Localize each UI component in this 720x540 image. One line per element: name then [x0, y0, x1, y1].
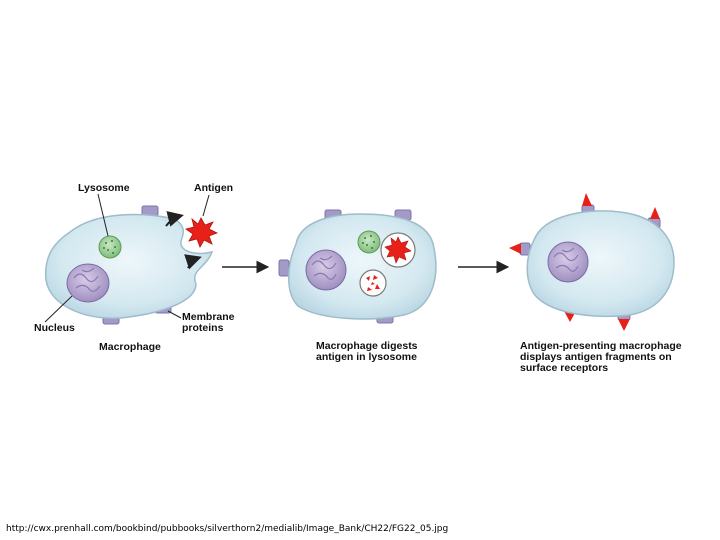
- membrane-protein: [278, 259, 290, 277]
- step3-caption: Antigen-presenting macrophage displays a…: [520, 340, 682, 374]
- engulf-arrow-bottom: [184, 254, 202, 270]
- lysosome-dots: [362, 235, 375, 249]
- lysosome: [357, 230, 381, 254]
- antigen: [185, 217, 218, 248]
- macrophage-caption: Macrophage: [99, 341, 161, 353]
- lysosome-leader: [97, 193, 109, 237]
- step2-caption: Macrophage digests antigen in lysosome: [316, 340, 418, 363]
- presented-antigen-fragment: [582, 193, 592, 206]
- presented-antigen-fragment: [618, 319, 630, 331]
- nucleus-leader: [44, 295, 73, 323]
- lysosome-label: Lysosome: [78, 182, 130, 194]
- nucleus-texture: [311, 255, 337, 280]
- nucleus: [66, 263, 110, 303]
- nucleus: [547, 241, 589, 283]
- presented-antigen-fragment: [509, 243, 521, 254]
- membrane-leader: [167, 310, 182, 319]
- presented-antigen-fragment: [650, 207, 660, 219]
- lysosome: [98, 235, 122, 259]
- nucleus: [305, 249, 347, 291]
- macrophage-cell-1: [44, 193, 218, 325]
- engulf-arrow-top: [165, 211, 184, 227]
- antigen-fragments: [366, 275, 380, 291]
- antigen-label: Antigen: [194, 182, 234, 194]
- source-url: http://cwx.prenhall.com/bookbind/pubbook…: [6, 524, 449, 534]
- membrane-proteins-label: Membrane proteins: [182, 311, 235, 334]
- nucleus-texture: [73, 267, 101, 292]
- macrophage-cell-2: [278, 209, 437, 324]
- cell-body: [526, 210, 675, 318]
- nucleus-label: Nucleus: [34, 322, 75, 334]
- macrophage-cell-3: [509, 193, 675, 331]
- lysosome-dots: [103, 240, 116, 254]
- antigen-in-phagosome: [384, 236, 412, 264]
- nucleus-texture: [553, 247, 579, 272]
- antigen-leader: [202, 194, 210, 217]
